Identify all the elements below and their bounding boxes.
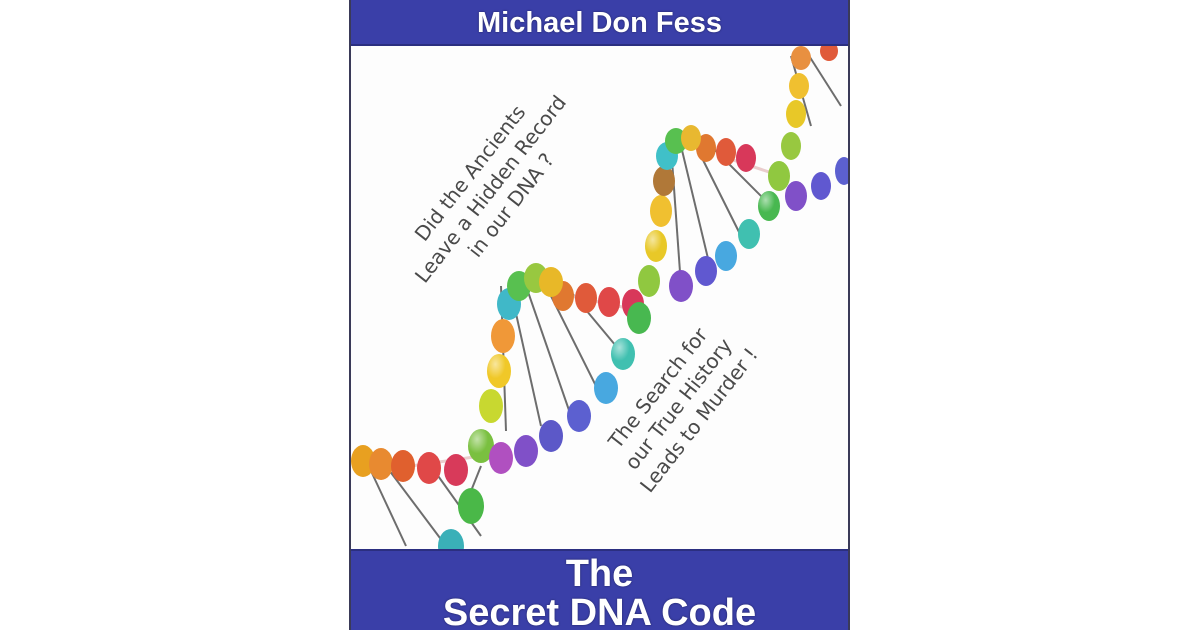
dna-helix-illustration	[351, 46, 848, 549]
title-band: The Secret DNA Code	[351, 549, 848, 630]
author-band: Michael Don Fess	[351, 0, 848, 46]
book-cover: Michael Don Fess	[349, 0, 850, 630]
author-name: Michael Don Fess	[477, 7, 722, 39]
title-line-2: Secret DNA Code	[442, 592, 757, 630]
title-line-1: The	[565, 553, 634, 595]
